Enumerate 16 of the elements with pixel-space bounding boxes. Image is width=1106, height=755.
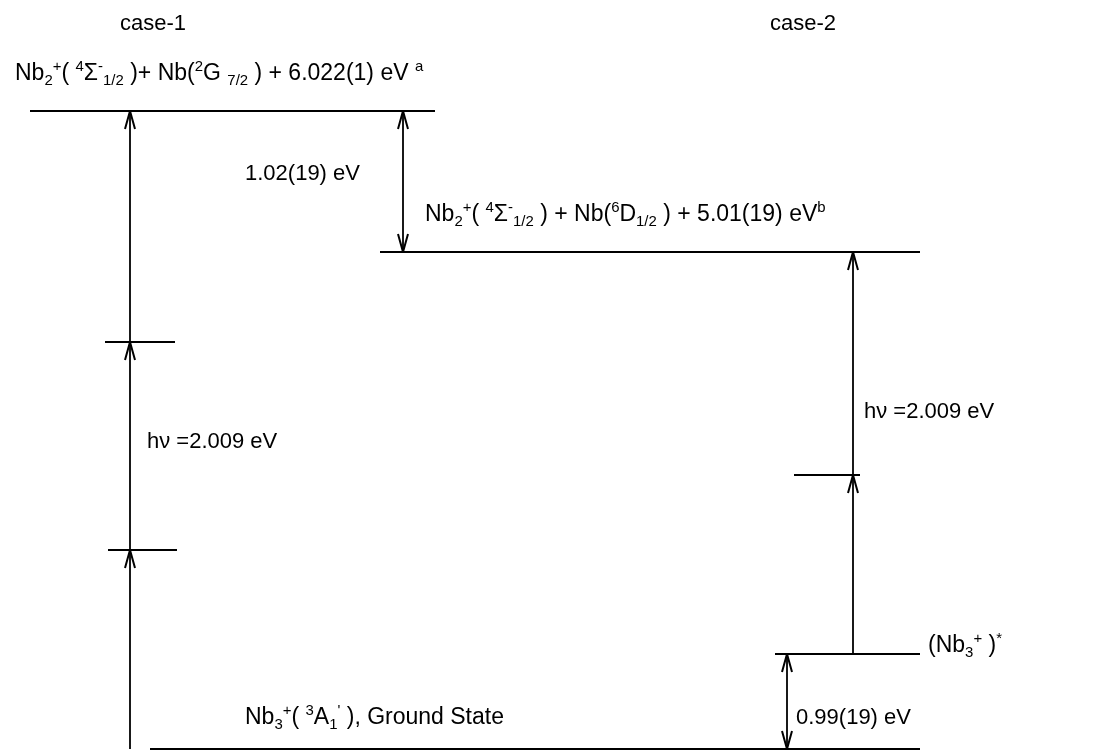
double-arrow [781, 653, 793, 750]
energy-level-tick [794, 474, 860, 476]
arrow [124, 341, 136, 551]
double-arrow [397, 110, 409, 253]
state-label: Nb$_{3}$$^{+}$( $^{3}$A$_{1}$$^{'}$ ), Ground State [245, 700, 504, 734]
arrow [124, 549, 136, 750]
state-label: Nb$_{2}$$^{+}$( $^{4}$Σ$^{-}$$_{1/2}$ )+ Nb($^{2}$G $_{7/2}$ ) + 6.022(1) eV $^{a}$ [15, 56, 424, 90]
arrow [847, 251, 859, 476]
energy-level-tick [105, 341, 175, 343]
case-heading: case-1 [120, 10, 187, 36]
arrow [124, 110, 136, 343]
arrow [847, 474, 859, 655]
state-label: (Nb$_{3}$$^{+}$ )$^{*}$ [928, 628, 1002, 662]
case-heading: case-2 [770, 10, 837, 36]
energy-level-tick [108, 549, 177, 551]
state-label: Nb$_{2}$$^{+}$( $^{4}$Σ$^{-}$$_{1/2}$ ) + Nb($^{6}$D$_{1/2}$ ) + 5.01(19) eV$^{b}$ [425, 197, 826, 231]
